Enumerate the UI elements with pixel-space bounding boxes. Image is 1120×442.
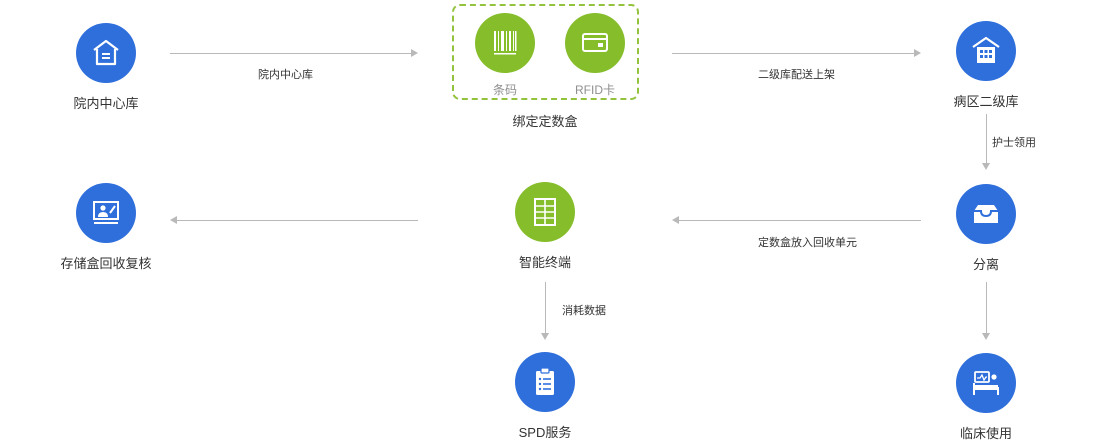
monitor-user-icon: [76, 183, 136, 243]
arrow-head: [982, 333, 990, 340]
node-label: RFID卡: [575, 83, 615, 97]
arrow-head: [541, 333, 549, 340]
arrow-head: [914, 49, 921, 57]
rfid-card-icon: [565, 13, 625, 73]
node-label: 临床使用: [959, 426, 1012, 441]
arrow-head: [170, 216, 177, 224]
node-label: SPD服务: [518, 425, 572, 440]
node-barcode: 条码: [435, 13, 575, 98]
edge-line-terminal-to-recheck: [177, 220, 418, 221]
node-label: 病区二级库: [953, 94, 1019, 109]
node-clinical-use: 临床使用: [916, 353, 1056, 442]
edge-label-recycle: 定数盒放入回收单元: [758, 237, 857, 249]
edge-line-separate-to-clinical: [986, 282, 987, 334]
node-ward-store: 病区二级库: [916, 21, 1056, 110]
hospital-bed-icon: [956, 353, 1016, 413]
edge-label-distribute: 二级库配送上架: [758, 69, 835, 81]
node-central-warehouse: 院内中心库: [36, 23, 176, 112]
node-box-recheck: 存储盒回收复核: [36, 183, 176, 272]
node-rfid: RFID卡: [525, 13, 665, 98]
node-label: 院内中心库: [73, 96, 139, 111]
edge-line-warehouse-to-bind: [170, 53, 412, 54]
edge-label-nurse: 护士领用: [992, 137, 1036, 149]
node-smart-terminal: 智能终端: [475, 182, 615, 271]
edge-label-central: 院内中心库: [258, 69, 313, 81]
edge-line-separate-to-terminal: [679, 220, 921, 221]
node-label: 智能终端: [518, 255, 571, 270]
clipboard-icon: [515, 352, 575, 412]
edge-line-ward-to-separate: [986, 114, 987, 164]
node-label: 分离: [972, 257, 999, 272]
arrow-head: [411, 49, 418, 57]
edge-line-terminal-to-spd: [545, 282, 546, 334]
edge-line-bind-to-ward: [672, 53, 914, 54]
arrow-head: [672, 216, 679, 224]
ward-building-icon: [956, 21, 1016, 81]
binding-options-group: [452, 4, 639, 100]
node-spd-service: SPD服务: [475, 352, 615, 441]
node-separate: 分离: [916, 184, 1056, 273]
warehouse-icon: [76, 23, 136, 83]
node-label: 存储盒回收复核: [60, 256, 152, 271]
arrow-head: [982, 163, 990, 170]
tray-icon: [956, 184, 1016, 244]
node-label-bind-box: 绑定定数盒: [512, 114, 578, 129]
node-label: 条码: [492, 83, 517, 97]
edge-label-consumption: 消耗数据: [562, 305, 606, 317]
barcode-icon: [475, 13, 535, 73]
cabinet-icon: [515, 182, 575, 242]
